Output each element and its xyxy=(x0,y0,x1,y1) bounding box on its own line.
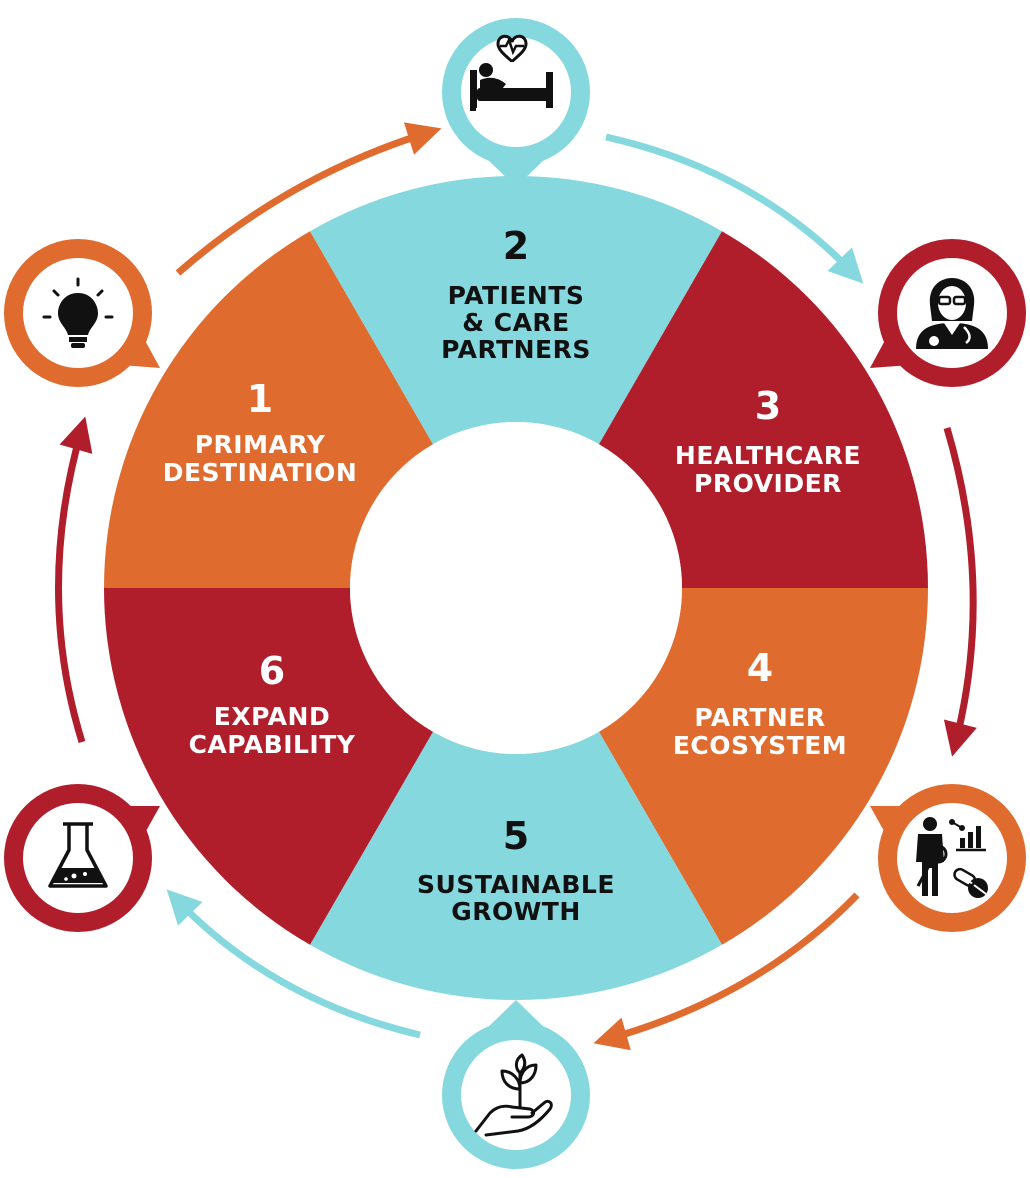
segment-5: 5 SUSTAINABLE GROWTH xyxy=(417,814,615,926)
marker-lightbulb xyxy=(4,239,160,387)
center-hole xyxy=(350,422,682,754)
arrow-3-to-4-head xyxy=(943,719,977,757)
arrow-6-to-1 xyxy=(55,427,86,744)
segment-1-label-line-1: PRIMARY xyxy=(195,430,326,459)
segment-4-wedge xyxy=(599,588,928,945)
segment-2-label-line-1: PATIENTS xyxy=(448,281,585,310)
arrow-2-to-3-head xyxy=(827,247,864,284)
segment-4: 4 PARTNER ECOSYSTEM xyxy=(673,646,847,760)
arrow-1-to-2 xyxy=(175,128,432,276)
cycle-arrows xyxy=(55,122,977,1051)
segment-2-label-line-3: PARTNERS xyxy=(441,335,591,364)
segment-6-label-line-1: EXPAND xyxy=(214,702,330,731)
segment-3: 3 HEALTHCARE PROVIDER xyxy=(675,384,861,498)
segment-4-label-line-1: PARTNER xyxy=(694,703,825,732)
segment-4-number: 4 xyxy=(747,646,773,690)
marker-growth xyxy=(442,1000,590,1169)
segment-5-wedge xyxy=(310,731,722,1001)
patient-bed-heartbeat-icon xyxy=(470,34,553,111)
segment-4-label-line-2: ECOSYSTEM xyxy=(673,731,847,760)
segment-5-label-line-2: GROWTH xyxy=(451,897,581,926)
marker-doctor xyxy=(870,239,1026,387)
segment-2-label-line-2: & CARE xyxy=(462,308,570,337)
hand-plant-icon xyxy=(474,1053,553,1137)
arrow-5-to-6-head xyxy=(166,889,203,926)
segment-3-number: 3 xyxy=(755,384,781,428)
arrow-6-to-1-head xyxy=(59,416,93,454)
researcher-data-pills-icon xyxy=(916,817,988,898)
segment-3-wedge xyxy=(599,231,928,588)
arrow-1-to-2-head xyxy=(403,122,442,155)
lightbulb-icon xyxy=(42,277,114,348)
segment-2-wedge xyxy=(310,176,722,445)
arrow-4-to-5-head xyxy=(593,1017,631,1051)
doctor-icon xyxy=(916,278,988,349)
segment-6: 6 EXPAND CAPABILITY xyxy=(189,649,356,759)
segment-2: 2 PATIENTS & CARE PARTNERS xyxy=(441,224,591,364)
segment-labels: 1 PRIMARY DESTINATION 2 PATIENTS & CARE … xyxy=(163,224,861,926)
segment-1-number: 1 xyxy=(247,377,273,421)
segment-6-number: 6 xyxy=(259,649,285,693)
segment-6-label-line-2: CAPABILITY xyxy=(189,730,356,759)
arrow-2-to-3 xyxy=(605,133,858,278)
arrow-3-to-4 xyxy=(943,427,977,746)
segment-1: 1 PRIMARY DESTINATION xyxy=(163,377,358,487)
arrow-4-to-5 xyxy=(604,892,860,1044)
marker-researcher xyxy=(870,784,1026,932)
segment-5-label-line-1: SUSTAINABLE xyxy=(417,870,615,899)
segment-1-wedge xyxy=(104,231,433,588)
marker-patient xyxy=(442,18,590,187)
segment-1-label-line-2: DESTINATION xyxy=(163,458,358,487)
segment-6-wedge xyxy=(104,588,433,945)
segment-5-number: 5 xyxy=(503,814,529,858)
icon-markers xyxy=(4,18,1026,1169)
arrow-5-to-6 xyxy=(172,895,421,1039)
ring xyxy=(104,176,928,1001)
segment-2-number: 2 xyxy=(503,224,529,268)
segment-3-label-line-2: PROVIDER xyxy=(694,469,842,498)
lab-flask-icon xyxy=(48,822,108,888)
marker-flask xyxy=(4,784,160,932)
segment-3-label-line-1: HEALTHCARE xyxy=(675,441,861,470)
